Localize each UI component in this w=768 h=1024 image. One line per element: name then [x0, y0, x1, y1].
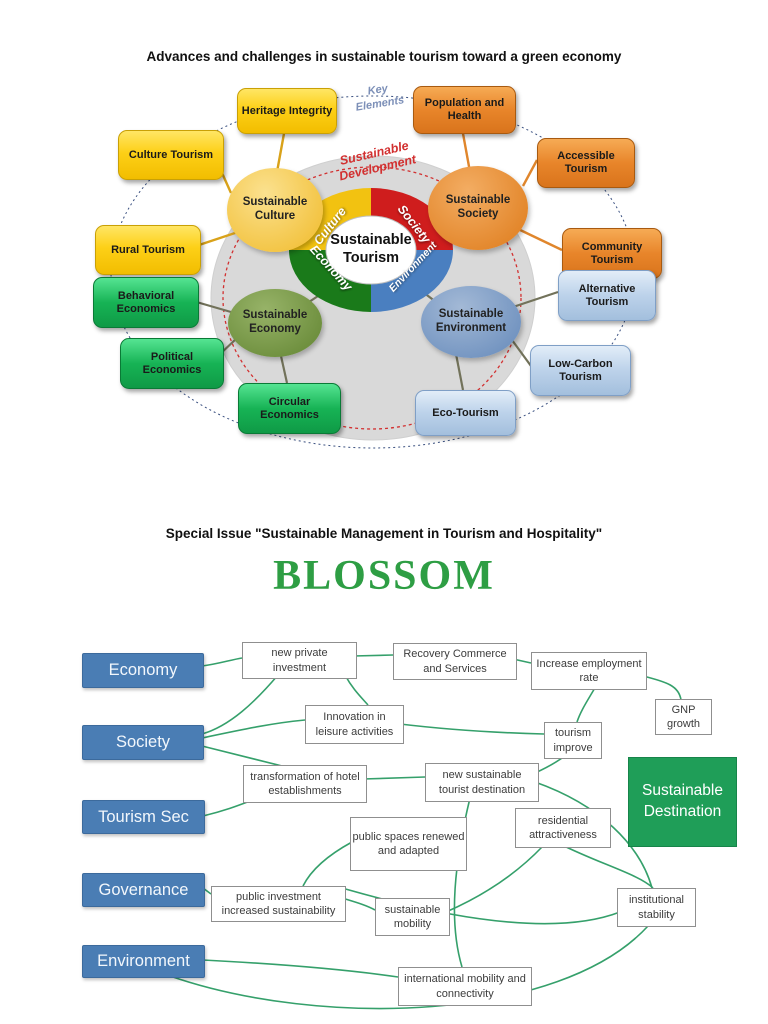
sustainable-destination-box: Sustainable Destination	[628, 757, 737, 847]
node-innovation-leisure: Innovation in leisure activities	[305, 705, 404, 744]
box-behavioral-economics: Behavioral Economics	[93, 277, 199, 328]
box-accessible-tourism: Accessible Tourism	[537, 138, 635, 188]
category-governance: Governance	[82, 873, 205, 907]
node-sustainable-society: Sustainable Society	[428, 166, 528, 250]
node-gnp-growth: GNP growth	[655, 699, 712, 735]
node-transformation-hotels: transformation of hotel establishments	[243, 765, 367, 803]
sustainable-development-dashed-ring	[222, 166, 522, 430]
box-circular-economics: Circular Economics	[238, 383, 341, 434]
node-new-sustainable-tourist-destination: new sustainable tourist destination	[425, 763, 539, 802]
node-sustainable-culture: Sustainable Culture	[227, 168, 323, 252]
category-economy: Economy	[82, 653, 204, 688]
sustainable-tourism-hub-diagram: Key Elements Sustainable Development Cul…	[0, 80, 768, 460]
node-public-investment: public investment increased sustainabili…	[211, 886, 346, 922]
node-sustainable-mobility: sustainable mobility	[375, 898, 450, 936]
blossom-heading: BLOSSOM	[273, 553, 495, 599]
node-sustainable-environment: Sustainable Environment	[421, 286, 521, 358]
category-society: Society	[82, 725, 204, 760]
node-recovery-commerce-services: Recovery Commerce and Services	[393, 643, 517, 680]
node-international-mobility: international mobility and connectivity	[398, 967, 532, 1006]
box-low-carbon-tourism: Low-Carbon Tourism	[530, 345, 631, 396]
box-rural-tourism: Rural Tourism	[95, 225, 201, 275]
category-tourism-sec: Tourism Sec	[82, 800, 205, 834]
node-public-spaces: public spaces renewed and adapted	[350, 817, 467, 871]
box-population-and-health: Population and Health	[413, 86, 516, 134]
blossom-network-diagram: Economy Society Tourism Sec Governance E…	[0, 630, 768, 1024]
box-alternative-tourism: Alternative Tourism	[558, 270, 656, 321]
node-institutional-stability: institutional stability	[617, 888, 696, 927]
node-increase-employment-rate: Increase employment rate	[531, 652, 647, 690]
node-residential-attractiveness: residential attractiveness	[515, 808, 611, 848]
node-sustainable-economy: Sustainable Economy	[228, 289, 322, 357]
special-issue-title: Special Issue "Sustainable Management in…	[165, 526, 603, 541]
hub-center-label: Sustainable Tourism	[330, 232, 412, 267]
box-heritage-integrity: Heritage Integrity	[237, 88, 337, 134]
box-culture-tourism: Culture Tourism	[118, 130, 224, 180]
page-title: Advances and challenges in sustainable t…	[146, 49, 622, 64]
node-new-private-investment: new private investment	[242, 642, 357, 679]
box-political-economics: Political Economics	[120, 338, 224, 389]
category-environment: Environment	[82, 945, 205, 978]
node-tourism-improve: tourism improve	[544, 722, 602, 759]
box-eco-tourism: Eco-Tourism	[415, 390, 516, 436]
